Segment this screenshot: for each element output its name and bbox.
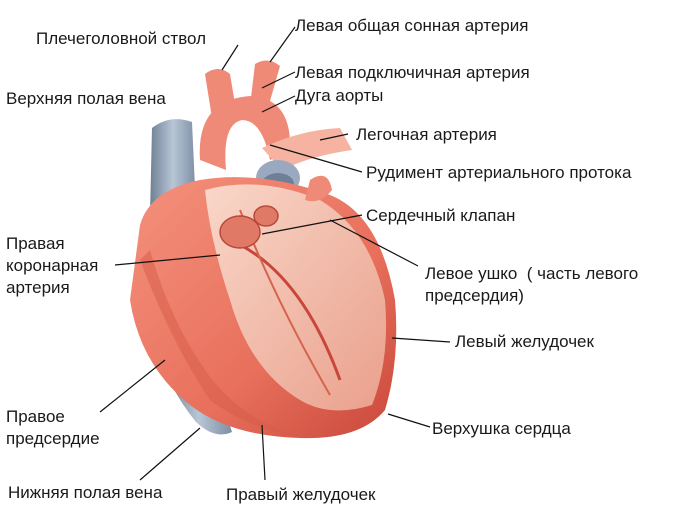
label-left-common-carotid: Левая общая сонная артерия [295,16,529,35]
label-ductus-rudiment: Рудимент артериального протока [366,163,632,182]
label-right-atrium: Правое предсердие [6,407,100,448]
valve-leaflet [253,205,279,227]
label-brachiocephalic-trunk: Плечеголовной ствол [36,29,207,48]
label-heart-valve: Сердечный клапан [366,206,516,225]
label-inferior-vena-cava: Нижняя полая вена [8,483,163,502]
label-left-auricle: Левое ушко ( часть левого предсердия) [425,264,639,305]
heart-valve-shape [219,215,261,249]
label-pulmonary-artery: Легочная артерия [356,125,497,144]
label-aortic-arch: Дуга аорты [295,86,384,105]
left-auricle-shape [305,175,332,202]
label-left-subclavian: Левая подключичная артерия [295,63,530,82]
label-right-coronary-artery: Правая коронарная артерия [6,234,99,297]
label-left-ventricle: Левый желудочек [455,332,594,351]
aortic-arch-shape [199,96,291,170]
label-right-ventricle: Правый желудочек [226,485,376,504]
right-ventricle-surface [140,250,300,436]
ventricle-wall-line [229,238,342,381]
label-apex: Верхушка сердца [432,419,571,438]
leader-lines [99,26,451,481]
carotid-artery-shape [250,60,280,108]
label-superior-vena-cava: Верхняя полая вена [6,89,166,108]
